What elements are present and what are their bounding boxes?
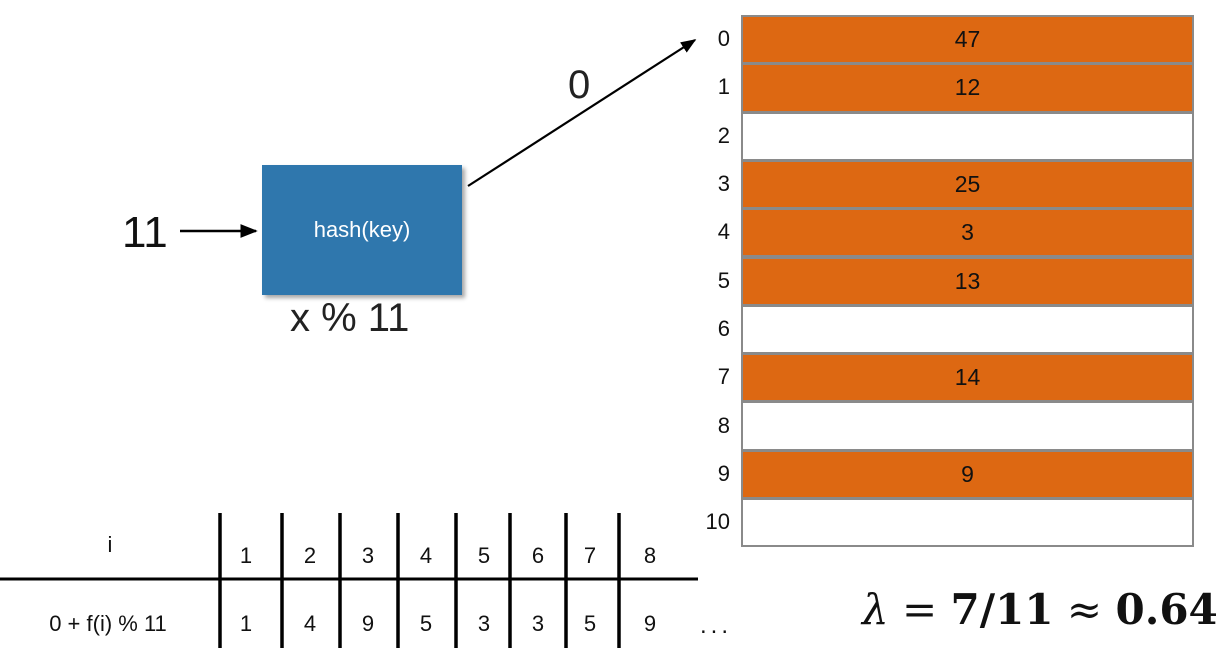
probe-value: 5 <box>419 611 433 636</box>
hash-table-index: 0 <box>717 26 730 52</box>
hash-table-cell <box>741 111 1194 161</box>
hash-table-cell: 47 <box>741 15 1194 65</box>
probe-i-value: 3 <box>361 543 375 568</box>
load-factor-decimal: 0.64 <box>1115 585 1218 634</box>
probe-value: 9 <box>643 611 657 636</box>
probe-value: 9 <box>361 611 375 636</box>
hash-table-index: 6 <box>717 315 730 341</box>
probe-i-value: 6 <box>531 543 545 568</box>
hash-table-index: 10 <box>705 509 730 535</box>
probe-value: 3 <box>477 611 491 636</box>
load-factor-equals: = <box>901 585 938 634</box>
hash-table-index: 1 <box>717 74 730 100</box>
hash-table-cell <box>741 401 1194 451</box>
probe-value: 1 <box>239 611 253 636</box>
output-arrow <box>467 39 697 187</box>
probe-value: 5 <box>583 611 597 636</box>
probe-i-value: 4 <box>419 543 433 568</box>
probe-i-value: 7 <box>583 543 597 568</box>
load-factor-symbol: λ <box>862 585 889 634</box>
hash-table-index: 4 <box>717 219 730 245</box>
load-factor-approx: ≈ <box>1066 585 1103 634</box>
probe-value: 4 <box>303 611 317 636</box>
hash-function-label: hash(key) <box>313 217 411 242</box>
hash-formula: x % 11 <box>290 296 410 340</box>
hash-table-index: 5 <box>717 267 730 293</box>
probe-row-label-formula: 0 + f(i) % 11 <box>49 611 167 636</box>
input-key: 11 <box>122 208 168 257</box>
probe-row-label-i: i <box>107 532 113 557</box>
hash-table-cell <box>741 498 1194 548</box>
output-index: 0 <box>568 63 591 107</box>
probe-i-value: 1 <box>239 543 253 568</box>
hash-table-cell: 9 <box>741 449 1194 499</box>
hash-table-cell: 14 <box>741 353 1194 403</box>
load-factor-fraction: 7/11 <box>950 585 1054 634</box>
probe-ellipsis: ... <box>700 612 733 639</box>
hash-table-index: 8 <box>717 412 730 438</box>
hash-table-index: 3 <box>717 171 730 197</box>
hash-table-index: 7 <box>717 364 730 390</box>
hash-table-cell: 3 <box>741 208 1194 258</box>
hash-table-cell: 25 <box>741 159 1194 210</box>
probe-i-value: 8 <box>643 543 657 568</box>
hash-table-cell: 13 <box>741 256 1194 306</box>
probe-i-value: 5 <box>477 543 491 568</box>
probe-value: 3 <box>531 611 545 636</box>
hash-table-index: 2 <box>717 122 730 148</box>
probe-i-value: 2 <box>303 543 317 568</box>
hash-function-box: hash(key) <box>262 165 462 295</box>
hash-table-cell <box>741 304 1194 355</box>
hash-table-cell: 12 <box>741 63 1194 113</box>
load-factor-equation: λ = 7/11 ≈ 0.64 <box>862 582 1218 638</box>
hash-table-index: 9 <box>717 460 730 486</box>
